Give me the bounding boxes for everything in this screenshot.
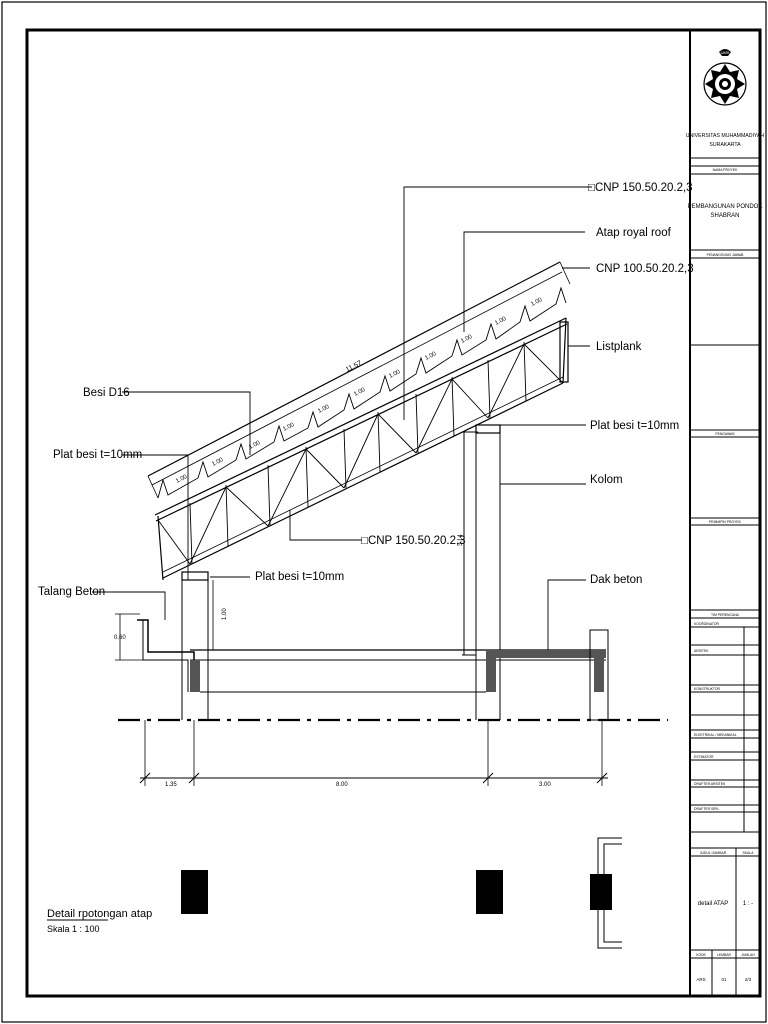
label-plat-right: Plat besi t=10mm (590, 420, 679, 432)
lembar-label: LEMBAR (717, 953, 731, 957)
listplank (559, 321, 569, 383)
university-seal: UMS (703, 49, 747, 106)
label-plat-mid: Plat besi t=10mm (255, 571, 344, 583)
segment-label: 1.00 (317, 404, 331, 415)
project-name-2: SHABRAN (710, 213, 739, 219)
arsitek-label: ARSITEK (694, 649, 709, 653)
label-atap: Atap royal roof (596, 227, 672, 239)
plat-left (181, 571, 209, 581)
jumlah-value: 2/3 (745, 977, 752, 982)
label-plat-left: Plat besi t=10mm (53, 449, 142, 461)
segment-label: 1.00 (388, 369, 402, 380)
segment-label: 1.00 (494, 316, 508, 327)
span-left-label: 1.35 (165, 782, 177, 788)
segment-label: 1.00 (353, 387, 367, 398)
column-plan-right (476, 870, 503, 914)
title-block (690, 157, 760, 996)
dak-beton (486, 650, 606, 658)
callouts: □CNP 150.50.20.2,3 Atap royal roof CNP 1… (38, 182, 694, 934)
drawing-scale: 1 : - (743, 901, 753, 907)
judul-label: JUDUL GAMBAR (700, 851, 727, 855)
roof-section-drawing (47, 186, 668, 949)
label-kolom: Kolom (590, 474, 623, 486)
kode-label: KODE (696, 953, 706, 957)
responsible-label: PENANGGUNG JAWAB (707, 253, 745, 257)
drafter-sipil-label: DRAFTER SIPIL (694, 807, 719, 811)
drawing-title: detail ATAP (698, 901, 728, 907)
konstruktor-label: KONSTRUKTOR (694, 687, 720, 691)
label-talang: Talang Beton (38, 586, 105, 598)
column-height-label: 3.14 (458, 534, 464, 546)
label-cnp-bottom: □CNP 150.50.20.2,3 (361, 535, 466, 547)
label-dak: Dak beton (590, 574, 642, 586)
span-mid-label: 8.00 (336, 782, 348, 788)
dimension-labels: 11.57 1.00 1.00 1.00 1.00 1.00 1.00 1.00… (114, 297, 551, 788)
koordinator-label: KOORDINATOR (694, 622, 719, 626)
project-name-1: PEMBANGUNAN PONDOK (688, 204, 763, 210)
label-cnp-top: □CNP 150.50.20.2,3 (588, 182, 693, 194)
university-name-1: UNIVERSITAS MUHAMMADIYAH (686, 133, 765, 139)
lembar-value: 01 (721, 977, 727, 982)
span-right-label: 3.00 (539, 782, 551, 788)
drafter-arsitek-label: DRAFTER ARSITEK (694, 782, 726, 786)
segment-label: 1.00 (460, 334, 474, 345)
plat-right (475, 424, 501, 434)
roof-sheet-line (147, 261, 561, 477)
segment-label: 1.00 (248, 440, 262, 451)
university-name-2: SURAKARTA (709, 142, 741, 148)
team-label: TIM PERENCANA (711, 613, 740, 617)
title-block-text: UNIVERSITAS MUHAMMADIYAH SURAKARTA NAMA … (686, 133, 765, 982)
leader-lines (92, 186, 592, 650)
elektrikal-label: ELEKTRIKAL / MEKANIKAL (694, 733, 737, 737)
purlin-zigzag (157, 286, 567, 499)
caption-scale: Skala 1 : 100 (47, 924, 100, 934)
project-name-label: NAMA PROYEK (713, 168, 738, 172)
label-besi-d16: Besi D16 (83, 387, 130, 399)
kode-value: ARS (696, 977, 705, 982)
pengawas-label: PENGAWAS (715, 432, 735, 436)
pemimpin-label: PEMIMPIN PROYEK (709, 520, 742, 524)
segment-label: 1.00 (424, 351, 438, 362)
label-listplank: Listplank (596, 341, 642, 353)
caption-title: Detail rpotongan atap (47, 908, 152, 920)
plate-height-label: 1.00 (222, 608, 228, 620)
segment-label: 1.00 (282, 422, 296, 433)
column-plan-edge (590, 837, 622, 949)
gutter-height-label: 0.60 (114, 635, 126, 641)
truss-web (157, 341, 564, 565)
label-cnp-100: CNP 100.50.20.2,3 (596, 263, 694, 275)
segment-label: 1.00 (530, 297, 544, 308)
jumlah-label: JUMLAH (741, 953, 755, 957)
skala-label: SKALA (743, 851, 755, 855)
svg-text:UMS: UMS (721, 50, 730, 55)
slope-total-label: 11.57 (345, 360, 363, 374)
segment-label: 1.00 (175, 474, 189, 485)
slope-dimension-ticks (147, 261, 571, 499)
estimator-label: ESTIMATOR (694, 755, 714, 759)
drawing-frame (25, 28, 762, 998)
segment-label: 1.00 (211, 457, 225, 468)
column-plan-left (181, 870, 208, 914)
